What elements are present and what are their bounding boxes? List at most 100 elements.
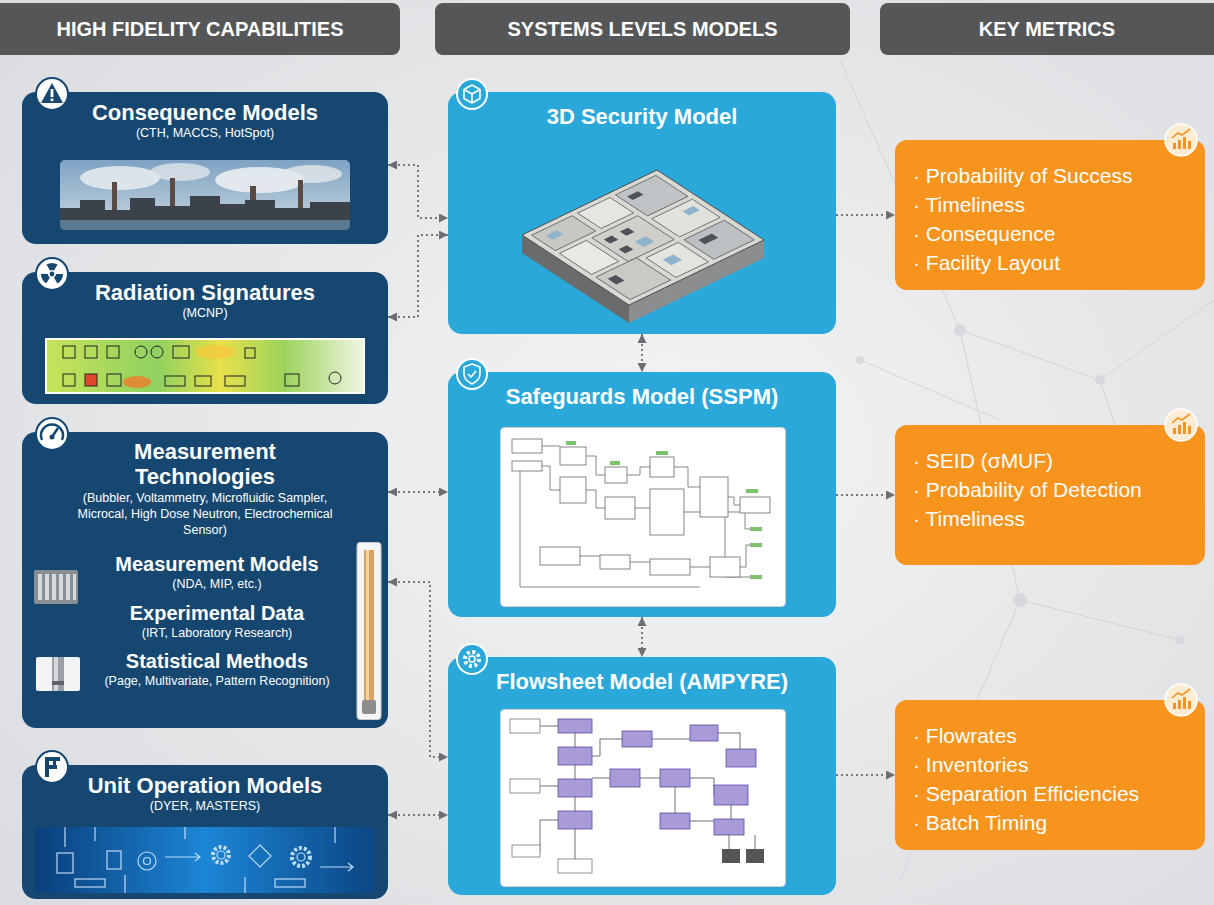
shield-icon-part [468, 371, 476, 377]
safeguards-model-diagram-part [566, 441, 576, 445]
capability-box: Unit Operation Models(DYER, MASTERS) [22, 765, 388, 899]
industrial-photo-part [60, 160, 350, 230]
radiation-heatmap-part [195, 345, 235, 359]
flowsheet-diagram-part [746, 849, 764, 863]
dotted-connector [388, 582, 448, 757]
dotted-connector [641, 617, 643, 657]
flowsheet-diagram-part [510, 719, 592, 873]
metrics-box: · Flowrates· Inventories· Separation Eff… [895, 700, 1205, 850]
flowsheet-diagram-part [526, 726, 755, 859]
industrial-photo-part [60, 196, 350, 230]
shield-icon-part [457, 359, 487, 389]
process-graphic-part [144, 858, 151, 865]
industrial-photo-part [150, 163, 210, 181]
section-title: Measurement Models [22, 538, 388, 576]
header-label: HIGH FIDELITY CAPABILITIES [0, 16, 400, 42]
industrial-photo-part [60, 160, 350, 230]
section-title: Statistical Methods [22, 641, 388, 673]
chart-icon-part [1183, 697, 1186, 709]
dotted-connector [836, 214, 895, 216]
box-subtitle: (DYER, MASTERS) [22, 799, 388, 815]
safeguards-model-diagram-part [512, 439, 542, 453]
flowsheet-diagram [500, 709, 786, 887]
safeguards-model-diagram-part [610, 461, 620, 465]
sample-rack-photo-part [73, 574, 76, 600]
background-part [856, 356, 864, 364]
industrial-photo-part [60, 220, 350, 230]
radiation-heatmap-part [47, 340, 363, 392]
metric-item: · Probability of Detection [913, 476, 1195, 505]
flowsheet-diagram-part [610, 769, 640, 787]
chart-icon [1163, 122, 1199, 158]
process-graphic [35, 827, 375, 893]
warning-icon-part [36, 78, 68, 110]
sample-rack-photo-part [66, 574, 70, 600]
process-graphic-part [297, 853, 305, 861]
flowsheet-diagram-part [512, 845, 540, 857]
chart-icon-part [1173, 703, 1176, 709]
safeguards-model-diagram-part [560, 447, 586, 465]
process-graphic-part [217, 851, 225, 859]
radiation-heatmap-part [135, 346, 147, 358]
safeguards-model-diagram-part [520, 446, 750, 587]
sample-rack-photo-part [59, 574, 63, 600]
radiation-heatmap-part [195, 376, 211, 386]
flowsheet-diagram-part [558, 859, 592, 873]
radiation-icon-part [36, 258, 68, 290]
header-label: KEY METRICS [880, 16, 1214, 42]
building-3d-model-part [608, 275, 625, 285]
flowsheet-diagram-part [558, 719, 592, 733]
flowsheet-diagram-part [726, 749, 756, 767]
safeguards-model-diagram-part [750, 575, 762, 579]
chart-icon-part [1173, 143, 1176, 149]
safeguards-model-diagram-part [650, 457, 674, 477]
gauge-icon-part [50, 435, 55, 440]
shield-icon [454, 356, 490, 392]
metric-item: · Inventories [913, 751, 1195, 780]
flowsheet-diagram-part [558, 719, 756, 835]
section-subtitle: (IRT, Laboratory Research) [22, 625, 388, 642]
gear-icon-part [465, 652, 479, 666]
dotted-connector [836, 494, 895, 496]
safeguards-model-diagram-part [650, 559, 690, 575]
probe-photo-part [36, 657, 80, 691]
probe-photo-part [52, 657, 64, 691]
background-part [840, 60, 1214, 880]
process-graphic-part [65, 827, 335, 893]
chart-icon-part [1172, 414, 1190, 423]
background-part [840, 60, 1214, 880]
dotted-connector [388, 814, 448, 816]
gear-icon-part [457, 644, 487, 674]
sample-rack-photo-part [52, 574, 56, 600]
radiation-heatmap-part [329, 372, 341, 384]
safeguards-model-diagram-part [520, 446, 750, 587]
flowsheet-diagram-part [501, 710, 786, 887]
gauge-icon-part [36, 418, 68, 450]
radiation-heatmap-part [123, 376, 151, 388]
safeguards-model-diagram-part [605, 497, 635, 519]
safeguards-model-diagram-part [566, 441, 762, 579]
chart-icon-part [1172, 129, 1190, 138]
building-3d-model-part [684, 220, 754, 259]
header-label: SYSTEMS LEVELS MODELS [435, 16, 850, 42]
box-title: Flowsheet Model (AMPYRE) [448, 669, 836, 695]
background-part [1013, 593, 1027, 607]
safeguards-model-diagram-part [600, 555, 630, 569]
metrics-box: · Probability of Success· Timeliness· Co… [895, 140, 1205, 290]
flowsheet-diagram-part [622, 731, 652, 747]
building-3d-model-part [663, 254, 682, 265]
warning-icon-part [51, 99, 54, 102]
safeguards-model-diagram-part [750, 543, 762, 547]
chart-icon-part [1172, 689, 1190, 698]
process-graphic-part [213, 847, 229, 863]
gear-icon-part [469, 656, 475, 662]
metric-item: · SEID (σMUF) [913, 447, 1195, 476]
radiation-heatmap-part [245, 348, 255, 358]
building-3d-model-part [627, 191, 643, 200]
flowsheet-diagram-part [660, 813, 690, 829]
box-title: Measurement Technologies [85, 440, 325, 489]
chart-icon [1163, 682, 1199, 718]
radiation-heatmap-part [85, 346, 97, 358]
model-box: 3D Security Model [448, 92, 836, 334]
